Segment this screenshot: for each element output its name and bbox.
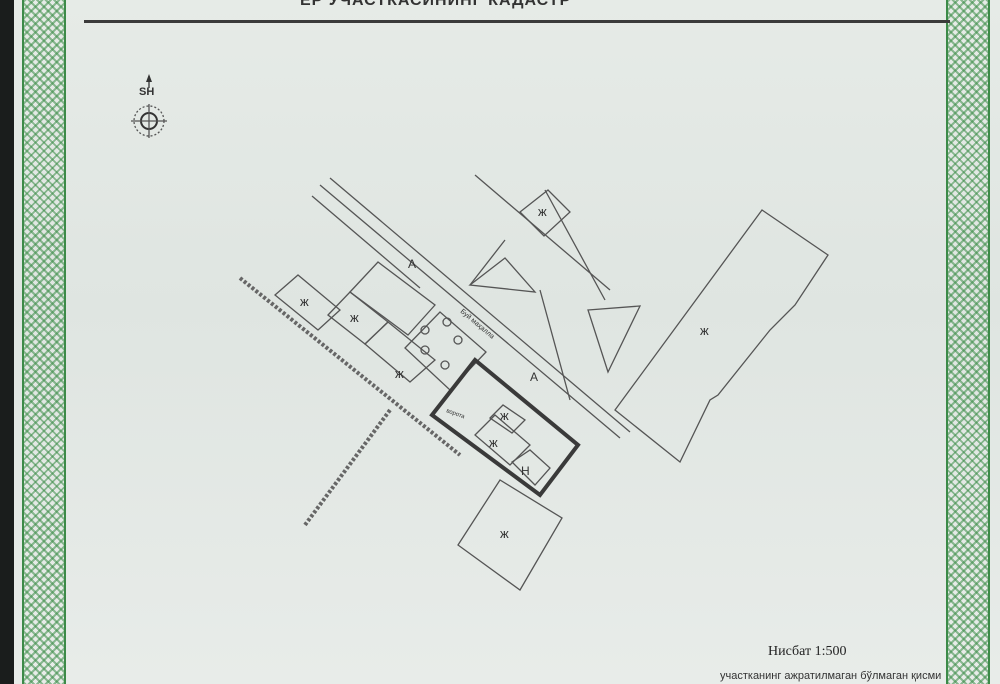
street-marker-a: А	[408, 257, 416, 271]
main-house-2	[474, 414, 531, 466]
building-symbol: ж	[489, 435, 498, 450]
lot-side-strip	[364, 321, 437, 383]
building-symbol: ж	[300, 294, 309, 309]
document-title: ЕР УЧАСТКАСИНИНГ КАДАСТР	[300, 0, 572, 9]
gate-label: ворота	[445, 408, 466, 420]
lot-left-1	[273, 274, 341, 331]
compass-rose-icon	[131, 74, 167, 138]
triangle-lot-2	[587, 305, 642, 374]
header-rule	[84, 20, 950, 23]
decorative-border-left	[22, 0, 66, 684]
compass-label: SH	[139, 86, 155, 98]
lot-trees	[404, 311, 487, 391]
building-symbol: ж	[395, 366, 404, 381]
lot-bottom	[457, 479, 563, 591]
building-symbol: ж	[350, 310, 359, 325]
building-symbol: ж	[700, 323, 709, 338]
scale-label: Нисбат 1:500	[768, 644, 847, 659]
outbuilding	[510, 449, 551, 486]
street-label: Буй маҳалла	[459, 307, 496, 340]
decorative-border-right	[946, 0, 990, 684]
main-parcel	[429, 357, 581, 498]
building-symbol: ж	[500, 526, 509, 541]
lot-top-small	[519, 189, 571, 237]
road-lines	[311, 174, 631, 439]
triangle-lot	[468, 257, 537, 293]
building-symbol: ж	[500, 408, 509, 423]
lot-left-house	[349, 261, 436, 336]
large-building-right	[614, 209, 829, 464]
building-symbol: ж	[538, 204, 547, 219]
outbuilding-symbol: Н	[521, 464, 530, 478]
main-house-1	[488, 404, 527, 434]
bottom-note: участканинг ажратилмаган бўлмаган қисми	[720, 670, 942, 682]
street-marker-a: А	[530, 370, 538, 384]
fence-left	[238, 276, 462, 527]
